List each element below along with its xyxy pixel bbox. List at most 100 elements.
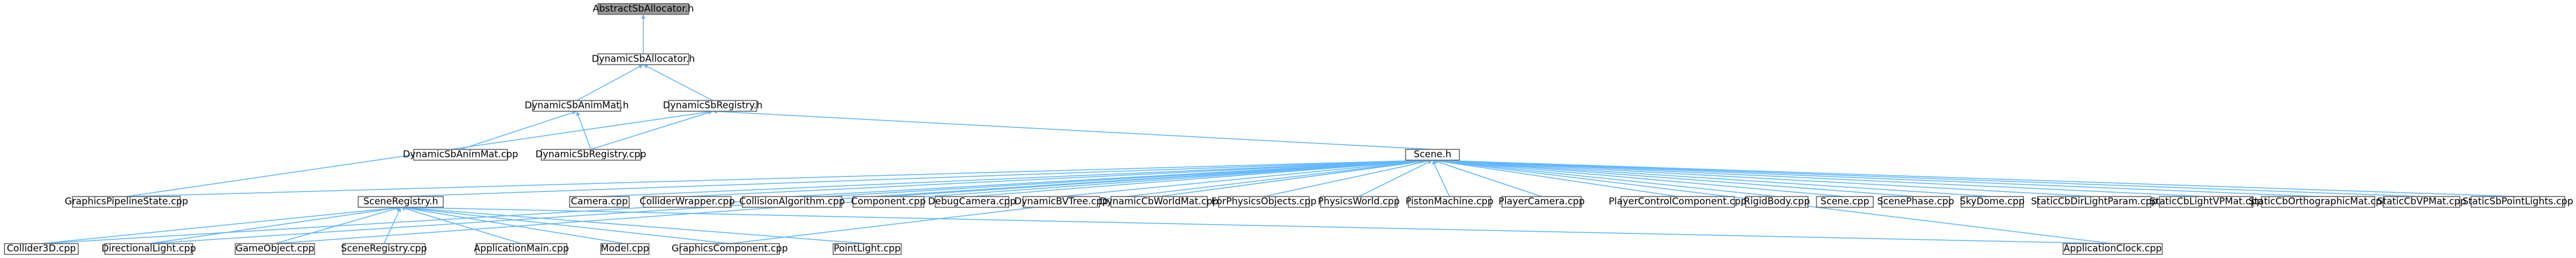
node-box (1745, 196, 1809, 208)
node-playercontrolcomponent-cpp[interactable]: PlayerControlComponent.cpp (1609, 196, 1747, 208)
edge-line (576, 66, 640, 101)
node-staticcbvpmat-cpp[interactable]: StaticCbVPMat.cpp (2377, 196, 2466, 208)
node-box (72, 196, 181, 208)
node-physicsworld-cpp[interactable]: PhysicsWorld.cpp (1318, 196, 1400, 208)
node-box (679, 243, 780, 255)
node-box (2037, 196, 2152, 208)
edge-n33-to-n8 (383, 207, 401, 244)
node-label: ApplicationMain.cpp (474, 243, 569, 254)
edge-line (1437, 159, 1993, 197)
arrow-head-icon (641, 14, 646, 19)
edge-line (599, 159, 1429, 197)
node-box (1816, 196, 1874, 208)
node-directionallight-cpp[interactable]: DirectionalLight.cpp (102, 243, 196, 255)
node-applicationclock-cpp[interactable]: ApplicationClock.cpp (2062, 243, 2163, 255)
node-box (342, 243, 426, 255)
node-colliderwrapper-cpp[interactable]: ColliderWrapper.cpp (640, 196, 735, 208)
node-staticcborthographicmat-cpp[interactable]: StaticCbOrthographicMat.cpp (2249, 196, 2388, 208)
node-sceneregistry-cpp[interactable]: SceneRegistry.cpp (341, 243, 427, 255)
node-component-cpp[interactable]: Component.cpp (851, 196, 926, 208)
node-abstractsballocator-h[interactable]: AbstractSbAllocator.h (593, 3, 694, 15)
node-graphicscomponent-cpp[interactable]: GraphicsComponent.cpp (671, 243, 788, 255)
node-staticcbdirlightparam-cpp[interactable]: StaticCbDirLightParam.cpp (2031, 196, 2158, 208)
node-label: Collider3D.cpp (7, 243, 76, 254)
edge-line (400, 159, 1429, 197)
node-camera-cpp[interactable]: Camera.cpp (569, 196, 630, 208)
node-label: Component.cpp (851, 196, 926, 207)
node-graphicspipelinestate-cpp[interactable]: GraphicsPipelineState.cpp (65, 196, 188, 208)
node-label: DynamicSbRegistry.h (663, 100, 763, 111)
node-collisionalgorithm-cpp[interactable]: CollisionAlgorithm.cpp (739, 196, 845, 208)
node-scenephase-cpp[interactable]: ScenePhase.cpp (1877, 196, 1954, 208)
node-label: StaticCbDirLightParam.cpp (2031, 196, 2158, 207)
edge-line (1437, 159, 2095, 197)
edge-line (1437, 159, 2206, 197)
node-label: PhysicsWorld.cpp (1318, 196, 1400, 207)
node-box (668, 100, 757, 112)
node-pointlight-cpp[interactable]: PointLight.cpp (833, 243, 902, 255)
node-box (532, 100, 621, 112)
node-box (2383, 196, 2461, 208)
node-collider3d-cpp[interactable]: Collider3D.cpp (4, 243, 79, 255)
node-label: SceneRegistry.h (363, 196, 438, 207)
node-model-cpp[interactable]: Model.cpp (600, 243, 650, 255)
node-rigidbody-cpp[interactable]: RigidBody.cpp (1743, 196, 1810, 208)
node-label: DynamicSbAnimMat.h (524, 100, 629, 111)
node-forphysicsobjects-cpp[interactable]: ForPhysicsObjects.cpp (1211, 196, 1317, 208)
edge-n4-to-n2 (460, 110, 577, 150)
node-label: ScenePhase.cpp (1877, 196, 1954, 207)
edge-n5-to-n3 (590, 110, 713, 150)
node-box (1022, 196, 1100, 208)
node-box (2260, 196, 2376, 208)
node-debugcamera-cpp[interactable]: DebugCamera.cpp (928, 196, 1016, 208)
node-scene-h[interactable]: Scene.h (1405, 149, 1461, 161)
node-dynamicsbregistry-cpp[interactable]: DynamicSbRegistry.cpp (536, 149, 647, 161)
edge-line (1437, 159, 2422, 197)
node-gameobject-cpp[interactable]: GameObject.cpp (235, 243, 316, 255)
node-dynamicsbanimmat-h[interactable]: DynamicSbAnimMat.h (524, 100, 629, 112)
node-box (852, 196, 925, 208)
edge-line (577, 115, 592, 150)
node-dynamiccbworldmat-cpp[interactable]: DynamicCbWorldMat.cpp (1100, 196, 1218, 208)
edge-line (41, 207, 397, 244)
node-box (642, 196, 732, 208)
node-box (569, 196, 630, 208)
node-box (235, 243, 316, 255)
edge-n27-to-n6 (1432, 158, 2318, 197)
arrow-head-icon (397, 207, 401, 213)
edge-line (1159, 160, 1429, 197)
node-dynamicsbregistry-h[interactable]: DynamicSbRegistry.h (663, 100, 763, 112)
edge-line (405, 207, 2113, 244)
node-dynamicbvtree-cpp[interactable]: DynamicBVTree.cpp (1014, 196, 1109, 208)
node-label: DirectionalLight.cpp (102, 243, 196, 254)
node-staticcblightvpmat-cpp[interactable]: StaticCbLightVPMat.cpp (2150, 196, 2263, 208)
node-box (597, 3, 689, 15)
node-staticsbpointlights-cpp[interactable]: StaticSbPointLights.cpp (2462, 196, 2573, 208)
edge-line (1061, 160, 1429, 197)
node-pistonmachine-cpp[interactable]: PistonMachine.cpp (1405, 196, 1494, 208)
edge-line (275, 159, 1429, 244)
node-label: Scene.h (1413, 149, 1451, 160)
node-label: ApplicationClock.cpp (2063, 243, 2162, 254)
node-box (104, 243, 193, 255)
node-label: GraphicsComponent.cpp (671, 243, 787, 254)
edge-n3-to-n1 (643, 64, 713, 101)
node-sceneregistry-h[interactable]: SceneRegistry.h (358, 196, 444, 208)
edge-n6-to-n3 (713, 109, 1433, 150)
node-playercamera-cpp[interactable]: PlayerCamera.cpp (1498, 196, 1585, 208)
node-label: Scene.cpp (1821, 196, 1870, 207)
arrow-head-icon (576, 111, 580, 117)
node-box (934, 196, 1009, 208)
edge-line (1358, 161, 1429, 197)
node-applicationmain-cpp[interactable]: ApplicationMain.cpp (474, 243, 569, 255)
node-dynamicsbanimmat-cpp[interactable]: DynamicSbAnimMat.cpp (403, 149, 518, 161)
node-box (1110, 196, 1208, 208)
edge-n30-to-n8 (41, 205, 401, 244)
edge-n5-to-n2 (576, 111, 592, 150)
arrow-head-icon (1432, 160, 1437, 166)
node-skydome-cpp[interactable]: SkyDome.cpp (1960, 196, 2025, 208)
node-scene-cpp[interactable]: Scene.cpp (1816, 196, 1874, 208)
node-box (476, 243, 568, 255)
node-dynamicsballocator-h[interactable]: DynamicSbAllocator.h (592, 53, 695, 65)
